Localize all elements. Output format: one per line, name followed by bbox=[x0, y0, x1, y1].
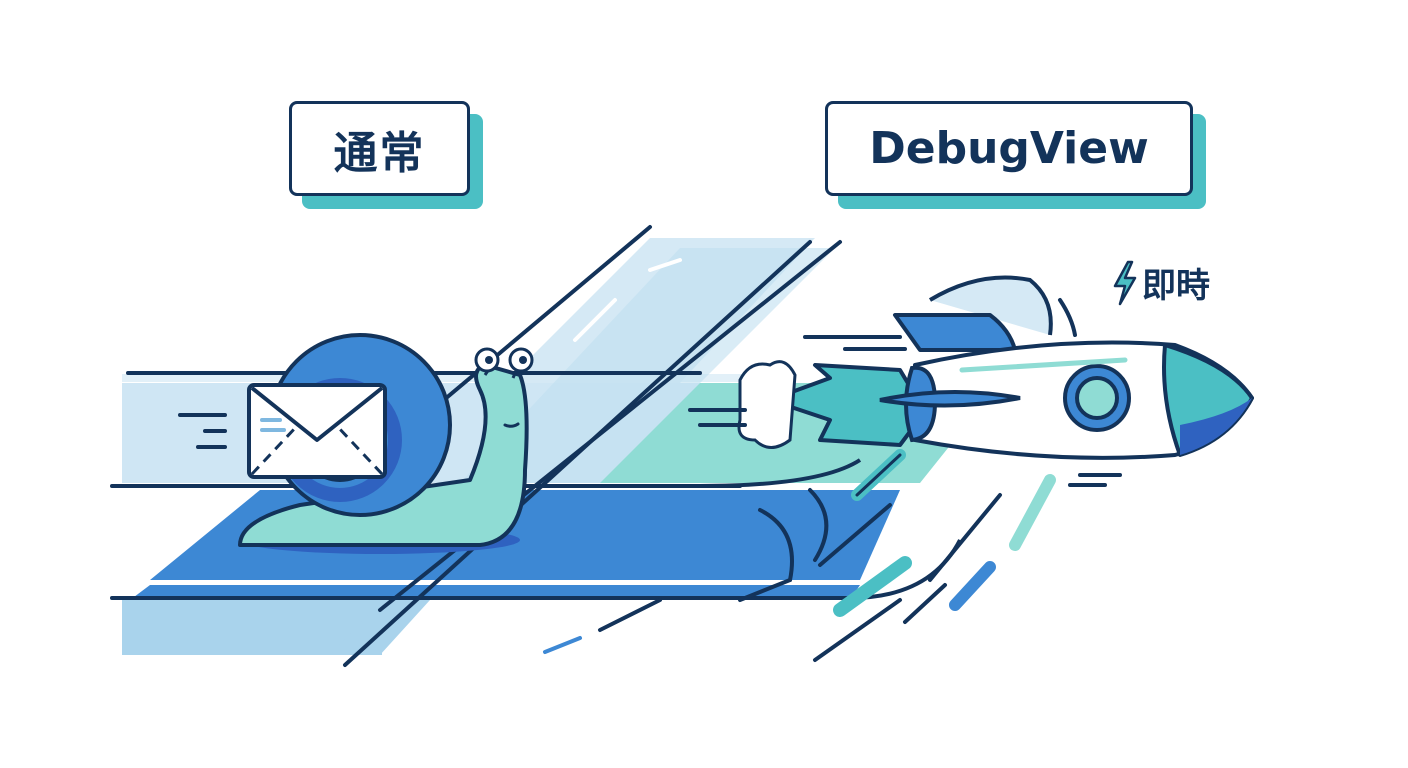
speed-lines bbox=[543, 335, 1122, 662]
instant-badge: 即時 bbox=[1112, 258, 1210, 307]
debugview-label: DebugView bbox=[825, 101, 1193, 196]
envelope-icon bbox=[247, 383, 387, 479]
lightning-bolt-icon bbox=[1113, 260, 1137, 305]
normal-label: 通常 bbox=[289, 101, 470, 196]
instant-label: 即時 bbox=[1142, 266, 1210, 306]
rocket-icon bbox=[737, 275, 1254, 460]
normal-lane bbox=[110, 238, 1000, 488]
